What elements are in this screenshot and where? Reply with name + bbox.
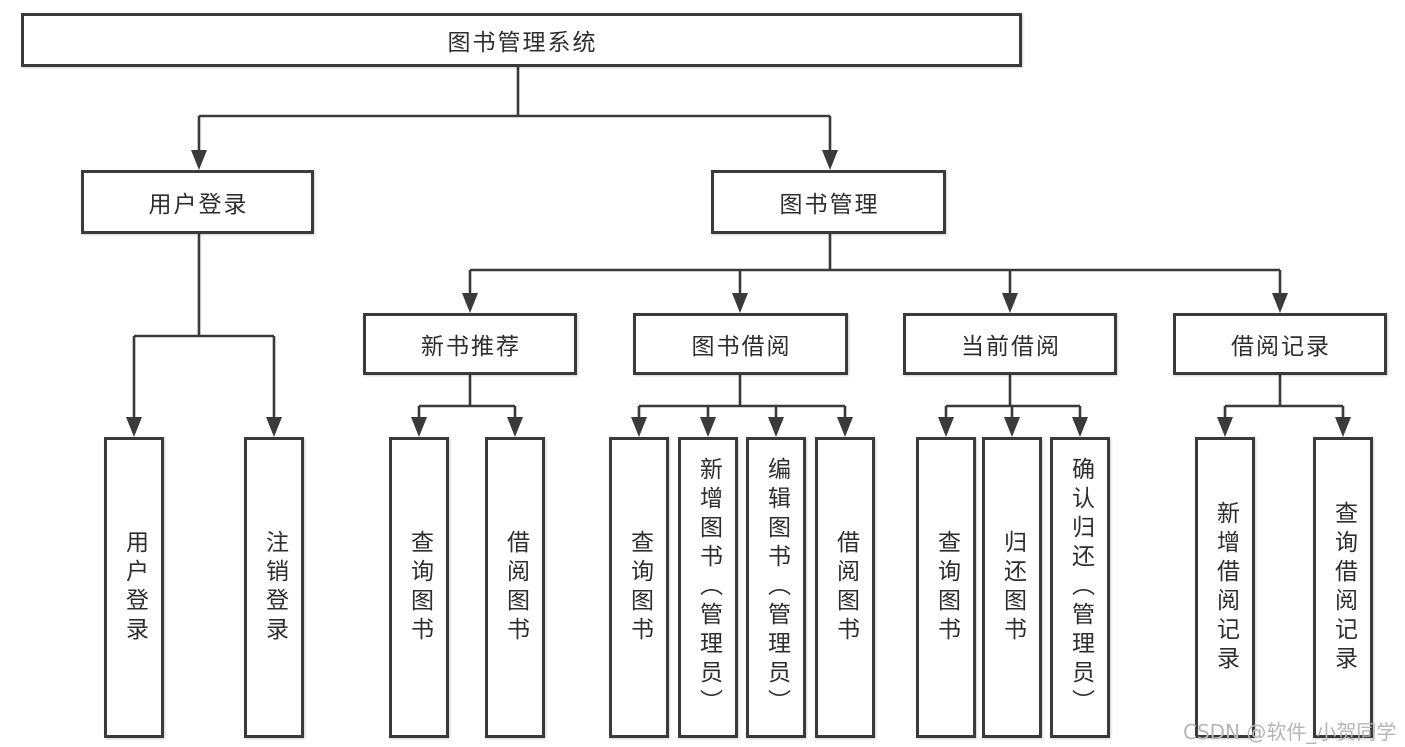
arrowhead bbox=[938, 417, 954, 437]
leaf-borrow-add-book-admin: 新增图书（管理员） bbox=[678, 437, 738, 738]
connector-borrow-to-leaves bbox=[631, 375, 853, 437]
arrowhead bbox=[126, 417, 142, 437]
leaf-borrow-add-book-admin-label: 新增图书（管理员） bbox=[695, 457, 722, 718]
arrowhead bbox=[1335, 417, 1351, 437]
arrowhead bbox=[768, 417, 784, 437]
arrowhead bbox=[1217, 417, 1233, 437]
node-user-login-label: 用户登录 bbox=[148, 192, 249, 218]
node-borrow-record: 借阅记录 bbox=[1173, 313, 1387, 375]
leaf-record-add-record-label: 新增借阅记录 bbox=[1212, 500, 1239, 675]
arrowhead bbox=[732, 293, 748, 313]
leaf-newrec-query-book-label: 查询图书 bbox=[406, 529, 433, 646]
arrowhead bbox=[837, 417, 853, 437]
node-current-borrow-label: 当前借阅 bbox=[961, 334, 1061, 360]
leaf-current-return-book-label: 归还图书 bbox=[999, 529, 1026, 646]
arrowhead bbox=[191, 150, 207, 170]
leaf-record-query-record-label: 查询借阅记录 bbox=[1330, 500, 1357, 675]
connector-record-to-leaves bbox=[1217, 375, 1351, 437]
node-root: 图书管理系统 bbox=[21, 13, 1022, 67]
leaf-user-login: 用户登录 bbox=[104, 437, 164, 738]
leaf-borrow-edit-book-admin-label: 编辑图书（管理员） bbox=[763, 457, 790, 718]
arrowhead bbox=[1272, 293, 1288, 313]
leaf-logout: 注销登录 bbox=[244, 437, 304, 738]
connector-newrec-to-leaves bbox=[411, 375, 523, 437]
node-book-borrow-label: 图书借阅 bbox=[691, 334, 792, 360]
node-new-book-recommend-label: 新书推荐 bbox=[421, 334, 521, 360]
connector-mgmt-to-modules bbox=[462, 234, 1288, 313]
connector-login-to-leaves bbox=[126, 234, 282, 437]
arrowhead bbox=[1004, 417, 1020, 437]
arrowhead bbox=[266, 417, 282, 437]
node-new-book-recommend: 新书推荐 bbox=[363, 313, 577, 375]
node-book-management-label: 图书管理 bbox=[779, 192, 880, 218]
leaf-record-query-record: 查询借阅记录 bbox=[1313, 437, 1373, 738]
arrowhead bbox=[1072, 417, 1088, 437]
leaf-newrec-borrow-book-label: 借阅图书 bbox=[502, 529, 529, 646]
arrowhead bbox=[462, 293, 478, 313]
leaf-borrow-edit-book-admin: 编辑图书（管理员） bbox=[746, 437, 806, 738]
leaf-current-confirm-return-admin: 确认归还（管理员） bbox=[1050, 437, 1110, 738]
leaf-borrow-query-book: 查询图书 bbox=[609, 437, 669, 738]
leaf-current-confirm-return-admin-label: 确认归还（管理员） bbox=[1067, 457, 1094, 718]
arrowhead bbox=[822, 150, 838, 170]
leaf-newrec-borrow-book: 借阅图书 bbox=[485, 437, 545, 738]
leaf-record-add-record: 新增借阅记录 bbox=[1195, 437, 1255, 738]
leaf-current-return-book: 归还图书 bbox=[982, 437, 1042, 738]
leaf-borrow-borrow-book: 借阅图书 bbox=[815, 437, 875, 738]
leaf-borrow-borrow-book-label: 借阅图书 bbox=[832, 529, 859, 646]
leaf-newrec-query-book: 查询图书 bbox=[389, 437, 449, 738]
arrowhead bbox=[631, 417, 647, 437]
node-borrow-record-label: 借阅记录 bbox=[1231, 334, 1331, 360]
arrowhead bbox=[1002, 293, 1018, 313]
node-root-label: 图书管理系统 bbox=[447, 30, 598, 56]
leaf-current-query-book: 查询图书 bbox=[916, 437, 976, 738]
leaf-current-query-book-label: 查询图书 bbox=[933, 529, 960, 646]
node-book-borrow: 图书借阅 bbox=[633, 313, 848, 375]
node-current-borrow: 当前借阅 bbox=[903, 313, 1117, 375]
arrowhead bbox=[700, 417, 716, 437]
connector-current-to-leaves bbox=[938, 375, 1088, 437]
arrowhead bbox=[411, 417, 427, 437]
arrowhead bbox=[507, 417, 523, 437]
node-book-management: 图书管理 bbox=[711, 170, 946, 234]
csdn-watermark: CSDN @软件_小贺同学 bbox=[1183, 720, 1397, 744]
leaf-user-login-label: 用户登录 bbox=[121, 529, 148, 646]
leaf-logout-label: 注销登录 bbox=[261, 529, 288, 646]
connector-root-to-branches bbox=[191, 67, 838, 170]
leaf-borrow-query-book-label: 查询图书 bbox=[626, 529, 653, 646]
node-user-login: 用户登录 bbox=[81, 170, 314, 234]
